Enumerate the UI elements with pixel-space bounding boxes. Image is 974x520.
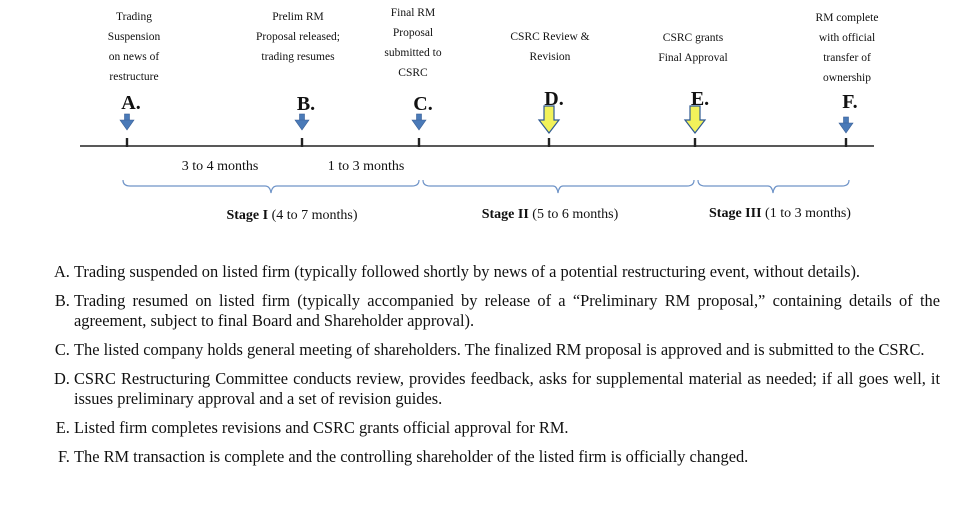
note-c: The listed company holds general meeting… <box>74 340 940 360</box>
stage-bracket-1 <box>122 179 420 194</box>
stage-bracket-3 <box>697 179 850 194</box>
down-arrow-icon-b <box>294 113 310 131</box>
stage-label-2: Stage II (5 to 6 months) <box>481 207 619 222</box>
note-b: Trading resumed on listed firm (typicall… <box>74 291 940 331</box>
event-letter-c: C. <box>413 93 433 115</box>
note-e: Listed firm completes revisions and CSRC… <box>74 418 940 438</box>
event-caption-d: CSRC Review &Revision <box>510 31 590 63</box>
stage-label-1: Stage I (4 to 7 months) <box>226 208 358 223</box>
event-letter-a: A. <box>121 92 141 114</box>
down-arrow-icon-a <box>119 113 135 131</box>
stage-label-3: Stage III (1 to 3 months) <box>709 206 851 221</box>
down-arrow-icon-e <box>683 105 707 134</box>
down-arrow-icon-f <box>838 116 854 134</box>
down-arrow-icon-d <box>537 105 561 134</box>
event-letter-e: E. <box>690 88 710 110</box>
down-arrow-icon-c <box>411 113 427 131</box>
event-notes-list: Trading suspended on listed firm (typica… <box>40 262 940 476</box>
timeline-ticks <box>125 138 848 147</box>
timeline-graphic <box>80 105 874 194</box>
event-letter-d: D. <box>544 88 564 110</box>
event-letter-b: B. <box>296 93 316 115</box>
span-label-bc: 1 to 3 months <box>327 159 405 174</box>
note-a: Trading suspended on listed firm (typica… <box>74 262 940 282</box>
stage-bracket-2 <box>422 179 695 194</box>
event-letter-f: F. <box>842 91 858 113</box>
note-f: The RM transaction is complete and the c… <box>74 447 940 467</box>
note-d: CSRC Restructuring Committee conducts re… <box>74 369 940 409</box>
span-label-ab: 3 to 4 months <box>181 159 259 174</box>
